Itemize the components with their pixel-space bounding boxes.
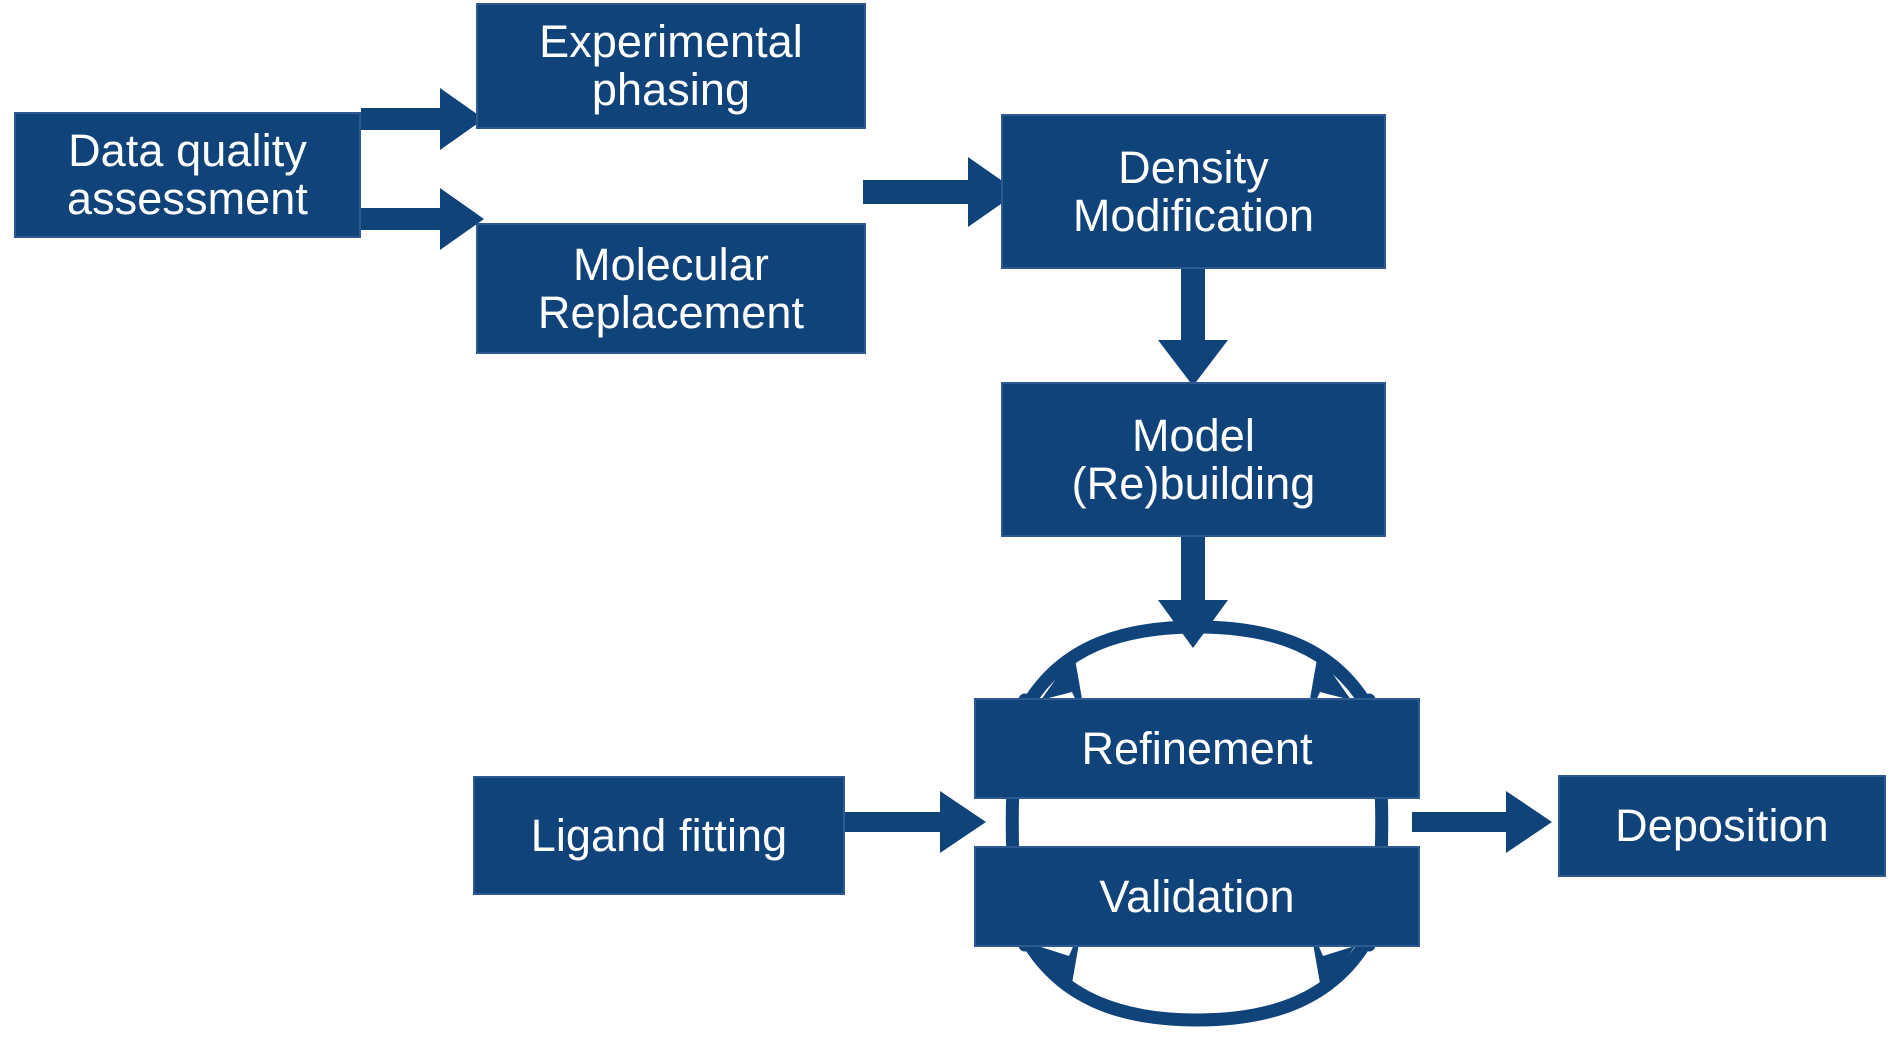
node-label: Validation xyxy=(1099,870,1295,922)
arrow-model-rebuilding-to-refinement xyxy=(1158,535,1228,648)
node-refinement[interactable]: Refinement xyxy=(974,698,1420,799)
node-label: Refinement xyxy=(1081,722,1313,774)
arrow-data-quality-to-experimental-phasing xyxy=(361,88,484,150)
arrow-density-modification-to-model-rebuilding xyxy=(1158,267,1228,386)
node-density-modification[interactable]: Density Modification xyxy=(1001,114,1386,269)
node-validation[interactable]: Validation xyxy=(974,846,1420,947)
node-label: Model (Re)building xyxy=(1071,409,1316,509)
node-data-quality-assessment[interactable]: Data quality assessment xyxy=(14,112,361,238)
arrow-data-quality-to-molecular-replacement xyxy=(361,188,484,250)
node-experimental-phasing[interactable]: Experimental phasing xyxy=(476,3,866,129)
node-model-rebuilding[interactable]: Model (Re)building xyxy=(1001,382,1386,537)
arrow-cycle-to-deposition xyxy=(1412,791,1552,853)
arrow-phasing-to-density-modification xyxy=(863,157,1018,227)
arrow-ligand-fitting-to-cycle xyxy=(845,791,986,853)
node-deposition[interactable]: Deposition xyxy=(1558,775,1886,877)
node-label: Molecular Replacement xyxy=(537,238,805,338)
node-molecular-replacement[interactable]: Molecular Replacement xyxy=(476,223,866,354)
node-label: Data quality assessment xyxy=(66,125,309,224)
node-ligand-fitting[interactable]: Ligand fitting xyxy=(473,776,845,895)
node-label: Ligand fitting xyxy=(530,809,788,861)
node-label: Density Modification xyxy=(1072,141,1315,241)
node-label: Experimental phasing xyxy=(539,16,803,115)
node-label: Deposition xyxy=(1615,800,1829,852)
